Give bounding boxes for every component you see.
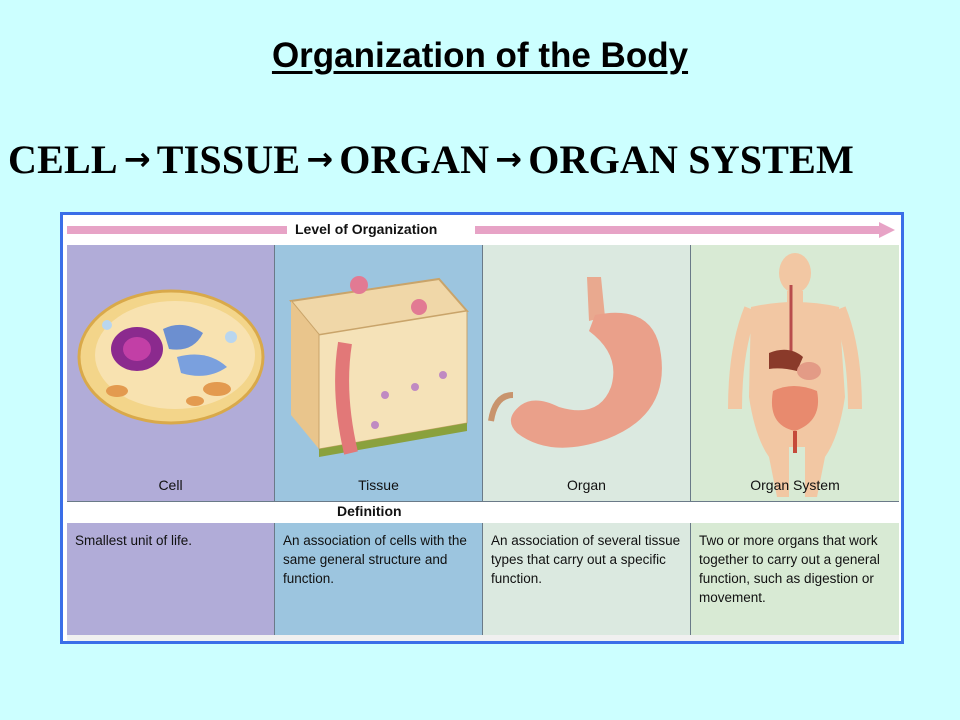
divider — [67, 501, 899, 502]
definition-banner-label: Definition — [337, 503, 402, 519]
level-banner: Level of Organization — [67, 217, 899, 243]
digestive-system-illustration — [728, 253, 862, 497]
column-organ: Organ — [483, 245, 691, 501]
arrow-right-icon: → — [306, 140, 334, 178]
column-cell: Cell — [67, 245, 275, 501]
organization-sequence: CELL→TISSUE→ORGAN→ORGAN SYSTEM — [8, 136, 854, 183]
page-title: Organization of the Body — [271, 36, 689, 75]
definition-banner: Definition — [67, 501, 899, 523]
banner-arrow-left — [67, 226, 287, 234]
footer-strip — [67, 635, 899, 641]
column-tissue: Tissue — [275, 245, 483, 501]
organization-figure: Level of Organization Cell — [60, 212, 904, 644]
sequence-cell: CELL — [8, 137, 118, 182]
arrow-right-icon: → — [495, 140, 523, 178]
column-organ-system: Organ System — [691, 245, 899, 501]
organ-caption: Organ — [567, 477, 606, 493]
banner-arrowhead-icon — [879, 222, 895, 238]
sequence-organ-system: ORGAN SYSTEM — [528, 137, 854, 182]
tissue-caption: Tissue — [358, 477, 399, 493]
arrow-right-icon: → — [123, 140, 151, 178]
organ-system-caption: Organ System — [750, 477, 840, 493]
sequence-organ: ORGAN — [339, 137, 490, 182]
definition-tissue: An association of cells with the same ge… — [275, 523, 483, 635]
stomach-illustration — [488, 277, 662, 448]
sequence-tissue: TISSUE — [156, 137, 301, 182]
cell-illustration — [77, 289, 265, 425]
definition-organ: An association of several tissue types t… — [483, 523, 691, 635]
banner-arrow-right — [475, 226, 887, 234]
cell-caption: Cell — [158, 477, 183, 493]
definition-organ-system: Two or more organs that work together to… — [691, 523, 899, 635]
definition-cell: Smallest unit of life. — [67, 523, 275, 635]
tissue-illustration — [289, 276, 469, 457]
level-banner-label: Level of Organization — [291, 221, 442, 237]
